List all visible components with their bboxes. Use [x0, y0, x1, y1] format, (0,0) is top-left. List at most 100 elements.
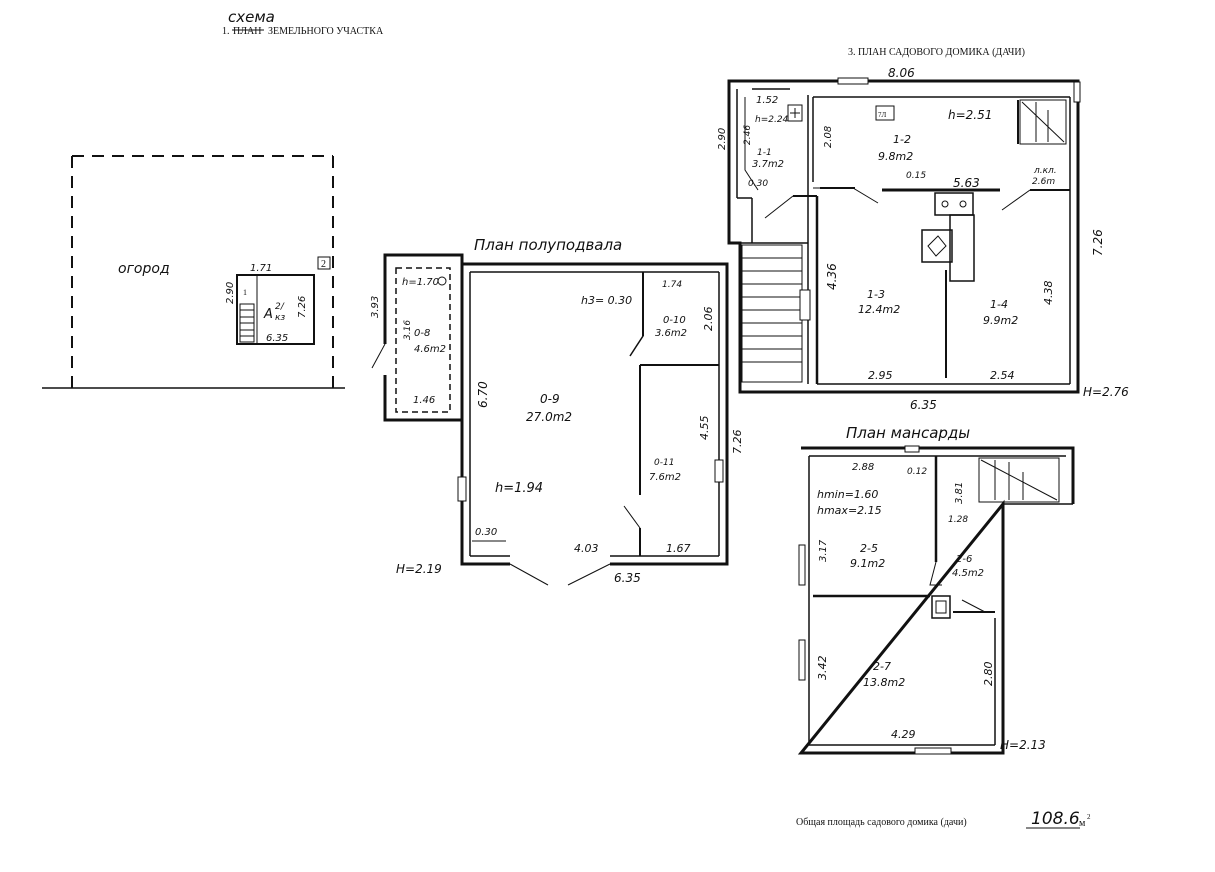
dim-290: 2.90: [717, 128, 728, 150]
attic-hmin: hmin=1.60: [817, 488, 878, 501]
basement-walls-right: [462, 262, 729, 566]
room-27-area: 13.8m2: [863, 676, 905, 689]
room-08-h: h=1.70: [402, 277, 439, 288]
room-08-name: 0-8: [414, 328, 430, 339]
basement-title: План полуподвала: [474, 236, 622, 254]
attic-hmax: hmax=2.15: [817, 504, 882, 517]
basement-h3: h3= 0.30: [581, 294, 632, 307]
site-dim-right: 7.26: [297, 296, 308, 318]
dim-167: 1.67: [666, 542, 691, 555]
garden-label: огород: [118, 261, 170, 277]
room-27-name: 2-7: [873, 660, 891, 673]
room-010-name: 0-10: [663, 315, 686, 326]
room-08-area: 4.6m2: [414, 344, 446, 355]
dim-152: 1.52: [756, 95, 778, 106]
dim-393: 3.93: [370, 296, 381, 318]
dim-208: 2.08: [823, 126, 834, 148]
dim-174: 1.74: [662, 280, 682, 290]
dim-403: 4.03: [574, 542, 599, 555]
room-11-name: 1-1: [757, 148, 772, 158]
dim-563: 5.63: [953, 176, 980, 190]
room-12-name: 1-2: [893, 133, 911, 146]
room-09-area: 27.0m2: [526, 410, 572, 424]
dim-246: 2.46: [743, 125, 753, 145]
site-dim-left: 2.90: [225, 282, 236, 304]
attic-plan: План мансарды 2.88 0.12 3.81 1.28 hmin=1…: [797, 424, 1075, 755]
dim-015: 0.15: [906, 171, 926, 181]
ground-h-small: h=2.24: [755, 115, 789, 125]
total-area: Общая площадь садового домика (дачи) 108…: [796, 809, 1091, 829]
dim-429: 4.29: [891, 728, 916, 741]
site-marker-box: [317, 256, 331, 270]
dim-806: 8.06: [888, 66, 915, 80]
room-14-area: 9.9m2: [983, 314, 1018, 327]
dim-146: 1.46: [413, 395, 435, 406]
ground-outer-walls: [727, 79, 1080, 394]
dim-030b: 0.30: [748, 179, 768, 189]
dim-455: 4.55: [698, 416, 711, 441]
dim-670: 6.70: [476, 381, 490, 408]
dim-254: 2.54: [990, 369, 1015, 382]
dim-436: 4.36: [825, 263, 839, 290]
dim-438: 4.38: [1042, 281, 1055, 306]
house-label: А: [263, 307, 273, 322]
ground-H: H=2.76: [1083, 385, 1129, 399]
room-09-h: h=1.94: [495, 481, 543, 496]
total-area-unit-sup: 2: [1087, 813, 1091, 821]
dim-342: 3.42: [816, 656, 829, 681]
attic-H: H=2.13: [1000, 738, 1046, 752]
room-12-area: 9.8m2: [878, 150, 913, 163]
ground-floor-plan: 7Л 8.06 1.52 2.90 2.46 h=2.24 2.08 1-1 3…: [717, 66, 1129, 412]
site-room-1: 1: [243, 288, 247, 297]
section1-prefix: 1.: [222, 26, 230, 37]
room-08-walls: [383, 253, 464, 422]
room-010-area: 3.6m2: [655, 328, 687, 339]
room-011-area: 7.6m2: [649, 472, 681, 483]
section1-title: ЗЕМЕЛЬНОГО УЧАСТКА: [268, 26, 384, 37]
total-area-label: Общая площадь садового домика (дачи): [796, 817, 967, 828]
room-011-name: 0-11: [654, 458, 674, 468]
dim-726b: 7.26: [1091, 229, 1105, 256]
room-11-area: 3.7m2: [752, 159, 784, 170]
dim-381: 3.81: [954, 482, 965, 504]
room-25-name: 2-5: [860, 542, 878, 555]
room-26-area: 4.5m2: [952, 568, 984, 579]
room-25-area: 9.1m2: [850, 557, 885, 570]
attic-outer-walls: [797, 446, 1075, 755]
site-dim-top: 1.71: [250, 263, 272, 274]
dim-635b: 6.35: [910, 398, 937, 412]
room-08-dashed: [395, 267, 451, 413]
total-area-unit: м: [1079, 818, 1086, 829]
dim-288: 2.88: [852, 462, 874, 473]
ground-h-main: h=2.51: [948, 108, 992, 122]
dim-317: 3.17: [818, 539, 829, 562]
basement-H: H=2.19: [396, 562, 442, 576]
room-14-name: 1-4: [990, 298, 1008, 311]
site-marker: 2: [321, 259, 326, 270]
section1-struck: ПЛАН: [233, 26, 261, 37]
total-area-value: 108.6: [1031, 809, 1080, 829]
site-plan: огород 2 1 А 2/ кз 1.71 2.90 7.26 6.35: [42, 155, 345, 389]
section3-title: 3. ПЛАН САДОВОГО ДОМИКА (ДАЧИ): [848, 47, 1025, 58]
room-26-name: 2-6: [956, 554, 972, 565]
room-09-name: 0-9: [540, 392, 560, 406]
basement-plan: План полуподвала h=1.70 0-8 4.6m2 1.46 3…: [370, 236, 744, 586]
attic-title: План мансарды: [846, 424, 970, 442]
room-lkl-name: л.кл.: [1033, 166, 1057, 176]
dim-316: 3.16: [403, 320, 413, 340]
house-sub: кз: [275, 313, 285, 323]
dim-726: 7.26: [731, 430, 744, 455]
house-sup: 2/: [275, 302, 285, 312]
dim-280: 2.80: [982, 662, 995, 687]
dim-128: 1.28: [948, 515, 968, 525]
dim-012: 0.12: [907, 467, 927, 477]
room-lkl-area: 2.6m: [1032, 177, 1055, 187]
house-outline: [236, 274, 315, 345]
dim-206: 2.06: [702, 307, 715, 332]
dim-635: 6.35: [614, 571, 641, 585]
room-13-name: 1-3: [867, 288, 885, 301]
dim-030: 0.30: [475, 527, 497, 538]
basement-walls-left: [460, 420, 510, 566]
stove-mark: 7Л: [878, 111, 887, 119]
